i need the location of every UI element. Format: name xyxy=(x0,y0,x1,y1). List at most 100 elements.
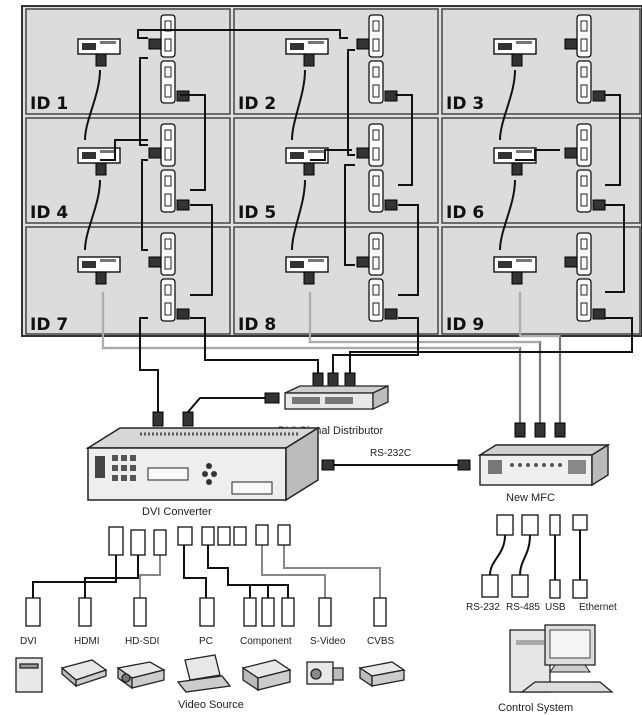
dvi-connector xyxy=(564,147,578,159)
board-connector xyxy=(95,162,107,176)
board-port xyxy=(498,43,512,50)
board-port xyxy=(498,152,512,159)
strip-port xyxy=(164,147,172,161)
strip-port xyxy=(372,256,380,270)
strip-port xyxy=(164,284,172,296)
laptop-icon xyxy=(176,654,232,693)
dvi-connector xyxy=(356,38,370,50)
panel-id-label: ID 9 xyxy=(446,315,484,335)
video-source-label: Video Source xyxy=(178,699,244,711)
strip-port xyxy=(164,256,172,270)
strip-port xyxy=(580,302,588,316)
dvi-connector xyxy=(356,147,370,159)
panel-modules xyxy=(77,14,606,322)
board-connector xyxy=(95,271,107,285)
dvi-connector xyxy=(564,256,578,268)
board-led xyxy=(100,41,116,44)
control-port-cables xyxy=(489,530,581,580)
wall-panel xyxy=(441,8,641,115)
board-led xyxy=(516,41,532,44)
wall-panel xyxy=(233,226,439,335)
wall-panel xyxy=(441,226,641,335)
port-label-rs232: RS-232 xyxy=(466,602,500,613)
strip-port xyxy=(580,66,588,78)
projector-icon xyxy=(116,661,166,690)
strip-port xyxy=(580,38,588,52)
dvi-connector xyxy=(148,38,162,50)
board-port xyxy=(290,261,304,268)
strip-port xyxy=(164,84,172,98)
video-wall: ID 1 ID 2 ID 3 ID 4 ID 5 ID 6 ID 7 ID 8 … xyxy=(21,5,642,337)
board-connector xyxy=(303,271,315,285)
strip-port xyxy=(372,38,380,52)
board-connector xyxy=(303,162,315,176)
board-connector xyxy=(511,271,523,285)
source-label-s-video: S-Video xyxy=(310,636,346,647)
control-port-connectors xyxy=(481,514,588,599)
strip-port xyxy=(164,66,172,78)
wall-panel xyxy=(25,8,231,115)
board-port xyxy=(290,43,304,50)
dvi-connector xyxy=(384,308,398,320)
board-led xyxy=(308,41,324,44)
control-system-pc: Control System xyxy=(498,624,614,714)
converter-label: DVI Converter xyxy=(142,506,212,518)
strip-port xyxy=(164,175,172,187)
strip-port xyxy=(580,175,588,187)
dvd-player-icon xyxy=(241,659,292,692)
strip-port xyxy=(164,302,172,316)
source-cables xyxy=(32,545,381,600)
strip-port xyxy=(164,238,172,250)
board-port xyxy=(290,152,304,159)
source-label-cvbs: CVBS xyxy=(367,636,395,647)
source-device-icons xyxy=(15,654,406,693)
dvi-connector xyxy=(592,308,606,320)
wall-panel xyxy=(233,8,439,115)
source-label-hd-sdi: HD-SDI xyxy=(125,636,159,647)
source-label-component: Component xyxy=(240,636,292,647)
board-led xyxy=(516,259,532,262)
board-led xyxy=(308,259,324,262)
board-connector xyxy=(95,53,107,67)
strip-port xyxy=(164,129,172,141)
port-label-usb: USB xyxy=(545,602,566,613)
strip-port xyxy=(580,20,588,32)
dvi-connector xyxy=(148,256,162,268)
camcorder-icon xyxy=(306,661,344,685)
strip-port xyxy=(372,193,380,207)
strip-port xyxy=(580,256,588,270)
strip-port xyxy=(580,147,588,161)
dvi-connector xyxy=(176,308,190,320)
media-player-icon xyxy=(60,659,108,688)
board-connector xyxy=(303,53,315,67)
board-port xyxy=(498,261,512,268)
dvi-connector xyxy=(356,256,370,268)
strip-port xyxy=(372,20,380,32)
dvi-connector xyxy=(176,199,190,211)
source-label-pc: PC xyxy=(199,636,213,647)
panel-id-label: ID 8 xyxy=(238,315,276,335)
strip-port xyxy=(372,284,380,296)
dvi-connector xyxy=(564,38,578,50)
panel-id-label: ID 6 xyxy=(446,203,484,223)
control-system-label: Control System xyxy=(498,702,573,714)
wall-panel xyxy=(25,226,231,335)
panel-id-label: ID 1 xyxy=(30,94,68,114)
mfc-label: New MFC xyxy=(506,492,555,504)
source-label-dvi: DVI xyxy=(20,636,37,647)
strip-port xyxy=(580,238,588,250)
strip-port xyxy=(580,193,588,207)
source-connectors xyxy=(25,524,387,627)
strip-port xyxy=(372,129,380,141)
port-label-ethernet: Ethernet xyxy=(579,602,617,613)
strip-port xyxy=(580,129,588,141)
dvi-connector xyxy=(592,90,606,102)
strip-port xyxy=(372,238,380,250)
board-led xyxy=(100,150,116,153)
board-connector xyxy=(511,162,523,176)
rs232c-label: RS-232C xyxy=(370,448,411,459)
panel-id-label: ID 3 xyxy=(446,94,484,114)
panel-id-label: ID 2 xyxy=(238,94,276,114)
vcr-icon xyxy=(358,661,406,688)
